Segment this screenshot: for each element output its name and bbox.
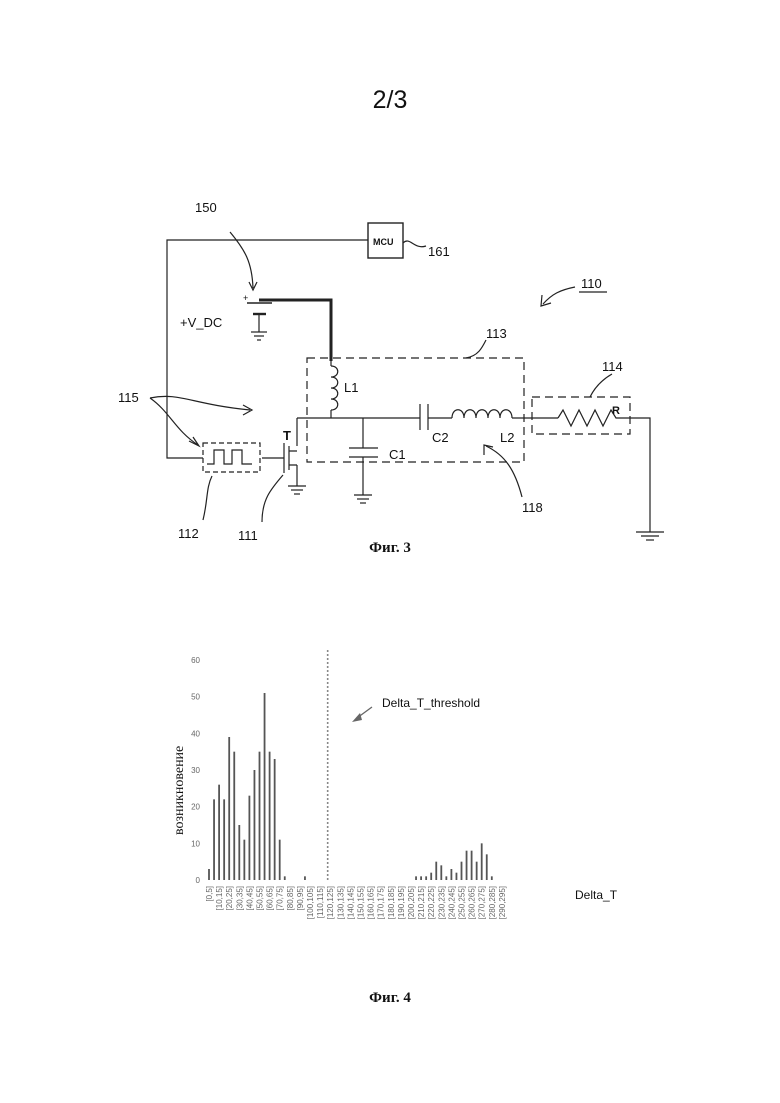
x-tick-label: [100,105] bbox=[306, 886, 315, 919]
x-tick-label: [70,75] bbox=[276, 886, 285, 910]
histogram-bar bbox=[456, 873, 458, 880]
y-tick-label: 10 bbox=[191, 839, 200, 848]
histogram-bar bbox=[264, 693, 266, 880]
histogram-bar bbox=[435, 862, 437, 880]
threshold-annotation: Delta_T_threshold bbox=[382, 696, 480, 710]
histogram-bar bbox=[486, 854, 488, 880]
y-axis-label: возникновение bbox=[172, 746, 187, 835]
histogram-bar bbox=[279, 840, 281, 880]
x-tick-label: [90,95] bbox=[296, 886, 305, 910]
histogram-bar bbox=[304, 876, 306, 880]
y-tick-label: 0 bbox=[196, 876, 201, 885]
x-tick-label: [240,245] bbox=[447, 886, 456, 919]
histogram-bar bbox=[425, 876, 427, 880]
x-tick-label: [270,275] bbox=[478, 886, 487, 919]
x-tick-label: [280,285] bbox=[488, 886, 497, 919]
x-tick-label: [200,205] bbox=[407, 886, 416, 919]
x-tick-label: [10,15] bbox=[215, 886, 224, 910]
histogram-bar bbox=[259, 752, 261, 880]
histogram-bar bbox=[451, 869, 453, 880]
histogram-bar bbox=[223, 799, 225, 880]
histogram-bar bbox=[208, 869, 210, 880]
histogram-bar bbox=[213, 799, 215, 880]
x-tick-label: [250,255] bbox=[458, 886, 467, 919]
histogram-bar bbox=[430, 873, 432, 880]
histogram-bar bbox=[476, 862, 478, 880]
histogram-bar bbox=[445, 876, 447, 880]
y-tick-label: 20 bbox=[191, 803, 200, 812]
x-tick-label: [140,145] bbox=[346, 886, 355, 919]
x-tick-label: [60,65] bbox=[266, 886, 275, 910]
x-tick-label: [190,195] bbox=[397, 886, 406, 919]
x-tick-label: [110,115] bbox=[316, 886, 325, 918]
x-tick-label: [160,165] bbox=[367, 886, 376, 919]
histogram-bar bbox=[238, 825, 240, 880]
x-tick-label: [290,295] bbox=[498, 886, 507, 919]
histogram-bar bbox=[274, 759, 276, 880]
x-tick-label: [220,225] bbox=[427, 886, 436, 919]
x-tick-label: [80,85] bbox=[286, 886, 295, 910]
x-tick-label: [180,185] bbox=[387, 886, 396, 919]
histogram-bar bbox=[481, 843, 483, 880]
y-tick-label: 60 bbox=[191, 656, 200, 665]
threshold-arrow-head bbox=[352, 713, 362, 722]
x-tick-label: [50,55] bbox=[256, 886, 265, 910]
histogram-bar bbox=[466, 851, 468, 880]
histogram-bar bbox=[249, 796, 251, 880]
y-tick-label: 40 bbox=[191, 729, 200, 738]
histogram-bar bbox=[243, 840, 245, 880]
x-tick-label: [260,265] bbox=[468, 886, 477, 919]
figure-4-caption: Фиг. 4 bbox=[0, 990, 780, 1007]
x-tick-label: [210,215] bbox=[417, 886, 426, 919]
x-tick-label: [230,235] bbox=[437, 886, 446, 919]
x-axis-label: Delta_T bbox=[575, 888, 618, 902]
histogram-bar bbox=[284, 876, 286, 880]
x-tick-label: [40,45] bbox=[245, 886, 254, 910]
x-tick-label: [170,175] bbox=[377, 886, 386, 919]
y-tick-label: 50 bbox=[191, 693, 200, 702]
histogram-bar bbox=[471, 851, 473, 880]
y-tick-label: 30 bbox=[191, 766, 200, 775]
histogram-bar bbox=[269, 752, 271, 880]
histogram-bar bbox=[228, 737, 230, 880]
histogram-bar bbox=[491, 876, 493, 880]
histogram-bar bbox=[461, 862, 463, 880]
histogram-bar bbox=[254, 770, 256, 880]
histogram-bar bbox=[218, 785, 220, 880]
histogram-bar bbox=[420, 876, 422, 880]
histogram-bar bbox=[440, 865, 442, 880]
histogram-bar bbox=[233, 752, 235, 880]
x-tick-label: [130,135] bbox=[336, 886, 345, 919]
x-tick-label: [120,125] bbox=[326, 886, 335, 919]
x-tick-label: [20,25] bbox=[225, 886, 234, 910]
x-tick-label: [150,155] bbox=[357, 886, 366, 919]
x-tick-label: [0,5] bbox=[205, 886, 214, 902]
histogram-bar bbox=[415, 876, 417, 880]
x-tick-label: [30,35] bbox=[235, 886, 244, 910]
